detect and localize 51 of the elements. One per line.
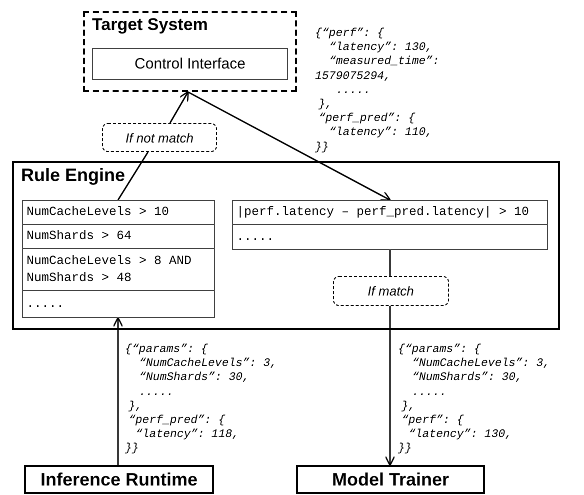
box-label: Inference Runtime (40, 469, 198, 490)
code-line: “NumShards”: 30, (139, 371, 250, 384)
box-label: If not match (126, 130, 194, 145)
arrow (169, 90, 189, 124)
rule-table (232, 200, 548, 250)
system-container (83, 11, 297, 92)
component-box (24, 465, 214, 494)
engine-container (12, 161, 560, 330)
box-label: Model Trainer (332, 469, 450, 490)
code-line: “measured_time”: (329, 55, 440, 68)
box-label: Control Interface (134, 56, 246, 72)
code-line: }, (318, 98, 332, 111)
condition-box (102, 123, 217, 152)
rule-text: NumCacheLevels > 8 AND NumShards > 48 (26, 252, 193, 287)
code-line: “latency”: 110, (329, 126, 433, 140)
arrow (188, 91, 392, 201)
container-title: Rule Engine (21, 165, 126, 186)
code-line: {“params”: { (125, 343, 208, 356)
condition-box (332, 276, 449, 306)
code-line: “latency”: 130, (408, 428, 512, 442)
component-box (92, 48, 288, 80)
code-line: }} (398, 442, 412, 456)
code-line: ..... (139, 386, 174, 399)
code-line: ..... (336, 84, 371, 97)
rule-text: NumCacheLevels > 10 (26, 204, 170, 218)
code-line: }, (128, 400, 142, 413)
rule-table (22, 200, 215, 318)
code-line: }, (402, 400, 416, 413)
code-line: }} (315, 140, 329, 154)
code-line: {“perf”: { (315, 27, 384, 40)
box-label: If match (368, 283, 414, 298)
code-line: “perf”: { (402, 414, 464, 427)
code-line: “latency”: 130, (329, 41, 433, 54)
rule-text: NumShards > 64 (26, 229, 132, 244)
code-line: ..... (412, 386, 447, 399)
code-line: “NumCacheLevels”: 3, (139, 357, 278, 370)
code-line: “perf_pred”: { (128, 414, 226, 427)
code-line: “latency”: 118, (136, 428, 240, 442)
code-line: {“params”: { (398, 343, 481, 356)
arrow (384, 306, 396, 466)
code-line: “NumCacheLevels”: 3, (412, 357, 550, 370)
rule-text: ..... (26, 297, 64, 312)
code-line: }} (125, 442, 139, 456)
code-line: “perf_pred”: { (318, 112, 416, 126)
component-box (296, 465, 485, 494)
container-title: Target System (92, 15, 208, 35)
code-line: 1579075294, (315, 70, 391, 83)
arrow (112, 316, 124, 465)
rule-text: |perf.latency – perf_pred.latency| > 10 (236, 204, 530, 218)
rule-text: ..... (236, 230, 274, 244)
code-line: “NumShards”: 30, (412, 371, 522, 384)
